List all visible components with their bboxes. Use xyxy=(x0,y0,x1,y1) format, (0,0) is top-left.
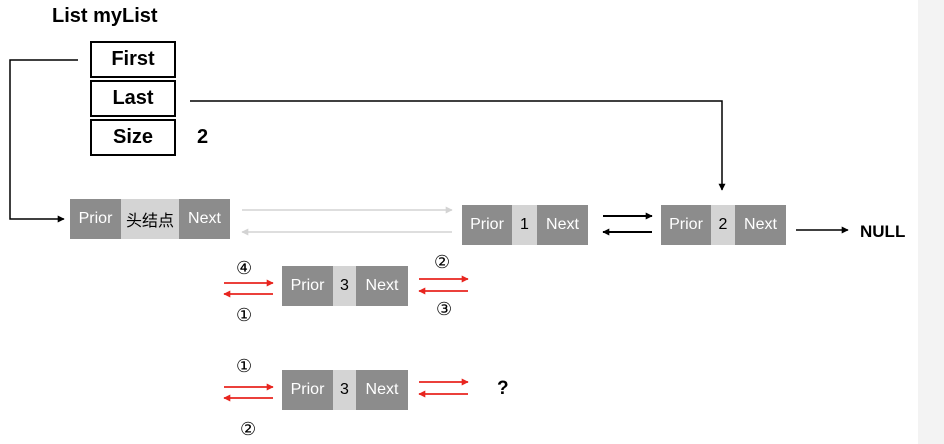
step-a-3-label: ③ xyxy=(436,299,453,319)
size-value: 2 xyxy=(197,126,209,148)
insert-a-next: Next xyxy=(356,266,408,306)
head-node: Prior 头结点 Next xyxy=(70,199,230,239)
node-2: Prior 2 Next xyxy=(661,205,786,245)
field-size: Size xyxy=(90,119,176,156)
head-prior: Prior xyxy=(70,199,121,239)
node1-next: Next xyxy=(537,205,588,245)
step-a-1-label: ① xyxy=(236,305,253,325)
insert-b-prior: Prior xyxy=(282,370,333,410)
step-b-2-label: ② xyxy=(240,419,257,439)
insert-a-prior: Prior xyxy=(282,266,333,306)
node1-prior: Prior xyxy=(462,205,512,245)
node2-value: 2 xyxy=(711,205,735,245)
node2-prior: Prior xyxy=(661,205,711,245)
node-1: Prior 1 Next xyxy=(462,205,588,245)
question-mark: ? xyxy=(497,378,509,399)
list-title: List myList xyxy=(52,5,158,27)
insert-node-a: Prior 3 Next xyxy=(282,266,408,306)
head-next: Next xyxy=(179,199,230,239)
last-pointer-arrow xyxy=(190,100,726,191)
field-first: First xyxy=(90,41,176,78)
node1-value: 1 xyxy=(512,205,537,245)
step-b-1-label: ① xyxy=(236,356,253,376)
head-value: 头结点 xyxy=(121,199,179,239)
right-edge-panel xyxy=(918,0,944,444)
step-a-4-label: ④ xyxy=(236,258,253,278)
insert-a-value: 3 xyxy=(333,266,356,306)
first-pointer-arrow xyxy=(9,59,78,223)
insert-node-b: Prior 3 Next xyxy=(282,370,408,410)
field-last: Last xyxy=(90,80,176,117)
null-label: NULL xyxy=(860,222,906,241)
node2-next: Next xyxy=(735,205,786,245)
insert-b-next: Next xyxy=(356,370,408,410)
step-a-2-label: ② xyxy=(434,252,451,272)
insert-b-value: 3 xyxy=(333,370,356,410)
